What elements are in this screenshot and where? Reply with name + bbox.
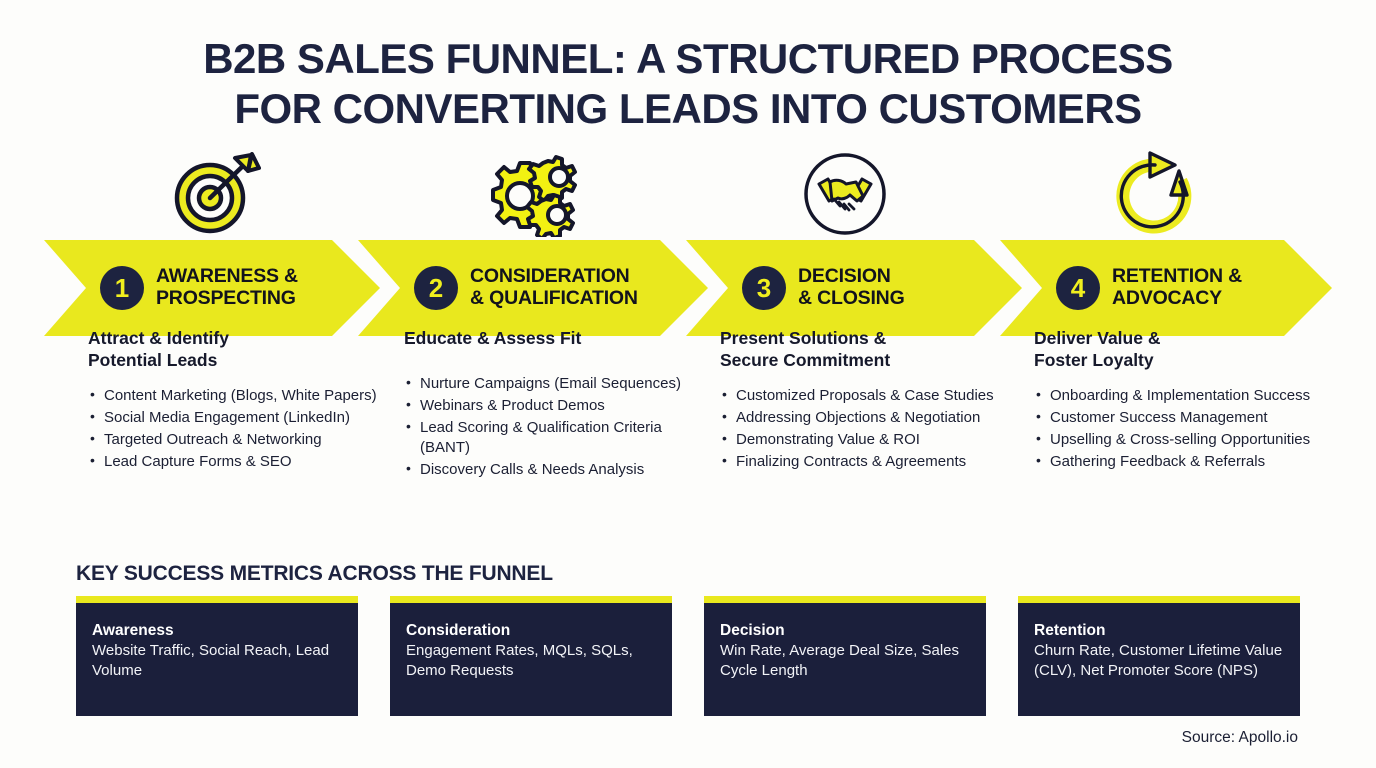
stage-number-3: 3 [742, 266, 786, 310]
metric-name: Awareness [92, 622, 174, 639]
list-item: Customer Success Management [1034, 407, 1312, 428]
metric-card-decision[interactable]: Decision Win Rate, Average Deal Size, Sa… [704, 596, 986, 716]
stage-detail-column-2: Educate & Assess Fit Nurture Campaigns (… [404, 328, 704, 482]
stage-heading-2-line1: Educate & Assess Fit [404, 328, 582, 348]
stage-title-4-line1: RETENTION & [1112, 265, 1242, 288]
stage-arrow-4[interactable]: 4 RETENTION & ADVOCACY [1000, 240, 1332, 336]
stage-arrow-3[interactable]: 3 DECISION & CLOSING [686, 240, 1022, 336]
metric-name: Retention [1034, 622, 1106, 639]
metric-card-consideration[interactable]: Consideration Engagement Rates, MQLs, SQ… [390, 596, 672, 716]
list-item: Finalizing Contracts & Agreements [720, 451, 1020, 472]
metric-value: Win Rate, Average Deal Size, Sales Cycle… [720, 642, 960, 679]
stage-bullet-list-4: Onboarding & Implementation Success Cust… [1034, 385, 1312, 472]
stage-detail-column-4: Deliver Value & Foster Loyalty Onboardin… [1034, 328, 1312, 474]
metric-name: Decision [720, 622, 785, 639]
title-line-2: FOR CONVERTING LEADS INTO CUSTOMERS [234, 85, 1142, 132]
list-item: Upselling & Cross-selling Opportunities [1034, 429, 1312, 450]
refresh-loop-icon [1100, 148, 1210, 240]
list-item: Lead Capture Forms & SEO [88, 451, 388, 472]
list-item: Webinars & Product Demos [404, 395, 704, 416]
stage-heading-4: Deliver Value & Foster Loyalty [1034, 328, 1312, 372]
stage-title-3: DECISION & CLOSING [798, 265, 905, 310]
list-item: Customized Proposals & Case Studies [720, 385, 1020, 406]
title-line-1: B2B SALES FUNNEL: A STRUCTURED PROCESS [203, 35, 1173, 82]
metric-value: Website Traffic, Social Reach, Lead Volu… [92, 642, 330, 679]
stage-heading-3: Present Solutions & Secure Commitment [720, 328, 1020, 372]
stage-heading-3-line2: Secure Commitment [720, 349, 891, 370]
stage-title-1: AWARENESS & PROSPECTING [156, 265, 298, 310]
list-item: Lead Scoring & Qualification Criteria (B… [404, 417, 704, 458]
stage-bullet-list-2: Nurture Campaigns (Email Sequences) Webi… [404, 373, 704, 480]
list-item: Targeted Outreach & Networking [88, 429, 388, 450]
stage-bullet-list-1: Content Marketing (Blogs, White Papers) … [88, 385, 388, 472]
metrics-section-title: KEY SUCCESS METRICS ACROSS THE FUNNEL [76, 562, 553, 585]
metric-name: Consideration [406, 622, 511, 639]
metric-value: Engagement Rates, MQLs, SQLs, Demo Reque… [406, 642, 633, 679]
list-item: Demonstrating Value & ROI [720, 429, 1020, 450]
metric-value: Churn Rate, Customer Lifetime Value (CLV… [1034, 642, 1283, 679]
stage-title-1-line2: PROSPECTING [156, 287, 296, 309]
stage-heading-1-line1: Attract & Identify [88, 328, 229, 348]
metric-card-retention[interactable]: Retention Churn Rate, Customer Lifetime … [1018, 596, 1300, 716]
stage-heading-1: Attract & Identify Potential Leads [88, 328, 388, 372]
handshake-icon [790, 148, 900, 240]
stage-heading-3-line1: Present Solutions & [720, 328, 887, 348]
stage-heading-1-line2: Potential Leads [88, 349, 218, 370]
stage-number-1: 1 [100, 266, 144, 310]
target-arrow-icon [160, 148, 270, 240]
gears-icon [475, 148, 585, 240]
stage-title-1-line1: AWARENESS & [156, 265, 298, 288]
source-attribution: Source: Apollo.io [1181, 729, 1298, 746]
stage-bullet-list-3: Customized Proposals & Case Studies Addr… [720, 385, 1020, 472]
stage-heading-4-line1: Deliver Value & [1034, 328, 1161, 348]
stage-number-2: 2 [414, 266, 458, 310]
list-item: Content Marketing (Blogs, White Papers) [88, 385, 388, 406]
stage-arrow-2[interactable]: 2 CONSIDERATION & QUALIFICATION [358, 240, 708, 336]
list-item: Social Media Engagement (LinkedIn) [88, 407, 388, 428]
stage-title-4-line2: ADVOCACY [1112, 287, 1222, 309]
stage-title-4: RETENTION & ADVOCACY [1112, 265, 1242, 310]
list-item: Onboarding & Implementation Success [1034, 385, 1312, 406]
list-item: Gathering Feedback & Referrals [1034, 451, 1312, 472]
funnel-stage-arrows: 1 AWARENESS & PROSPECTING 2 CONSIDERATIO… [0, 240, 1376, 336]
stage-heading-2: Educate & Assess Fit [404, 328, 704, 350]
metric-card-awareness[interactable]: Awareness Website Traffic, Social Reach,… [76, 596, 358, 716]
stage-title-2-line2: & QUALIFICATION [470, 287, 638, 309]
list-item: Discovery Calls & Needs Analysis [404, 459, 704, 480]
stage-title-3-line1: DECISION [798, 265, 891, 288]
stage-arrow-1[interactable]: 1 AWARENESS & PROSPECTING [44, 240, 380, 336]
stage-detail-column-3: Present Solutions & Secure Commitment Cu… [720, 328, 1020, 474]
list-item: Nurture Campaigns (Email Sequences) [404, 373, 704, 394]
list-item: Addressing Objections & Negotiation [720, 407, 1020, 428]
stage-title-3-line2: & CLOSING [798, 287, 905, 309]
stage-number-4: 4 [1056, 266, 1100, 310]
page-title: B2B SALES FUNNEL: A STRUCTURED PROCESS F… [0, 38, 1376, 130]
stage-title-2-line1: CONSIDERATION [470, 265, 630, 288]
stage-detail-column-1: Attract & Identify Potential Leads Conte… [88, 328, 388, 474]
stage-title-2: CONSIDERATION & QUALIFICATION [470, 265, 638, 310]
stage-heading-4-line2: Foster Loyalty [1034, 349, 1154, 370]
